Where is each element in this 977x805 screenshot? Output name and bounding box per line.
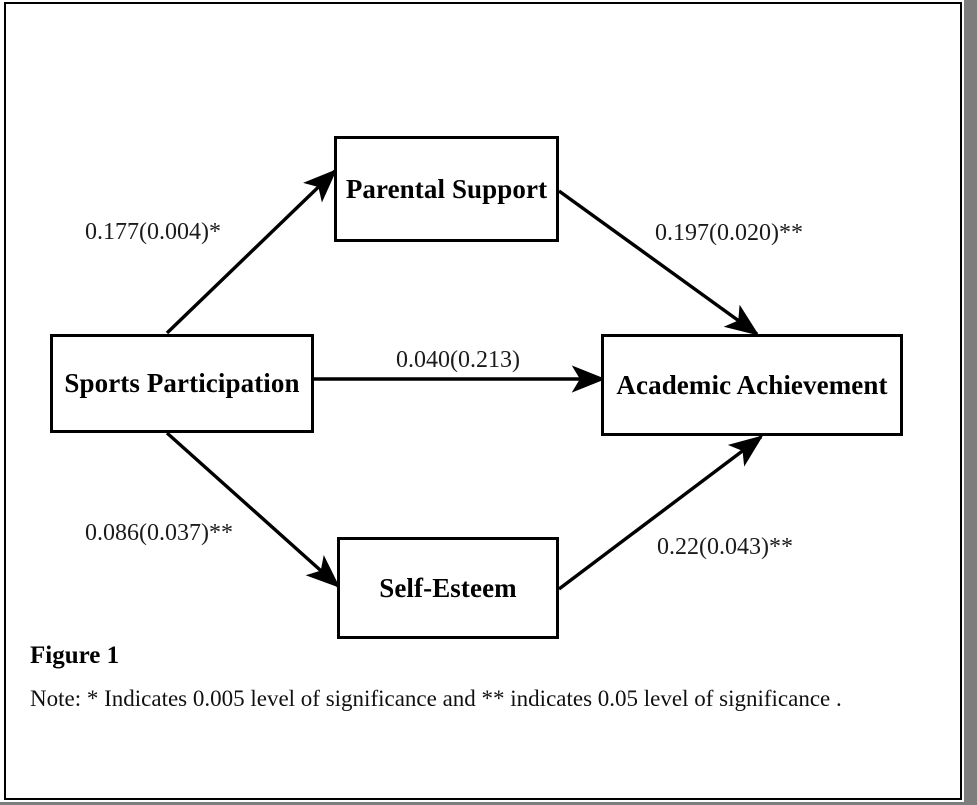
node-sports-participation-label: Sports Participation — [64, 368, 300, 398]
node-sports-participation: Sports Participation — [50, 334, 314, 433]
path-label-parental-to-academic: 0.197(0.020)** — [655, 220, 803, 246]
arrow-parental-to-academic — [558, 189, 760, 336]
page-right-gutter — [964, 0, 977, 805]
arrow-sports-to-parental — [165, 169, 337, 335]
path-label-sports-to-academic: 0.040(0.213) — [396, 347, 520, 373]
page-bottom-gutter — [0, 802, 977, 805]
node-academic-achievement: Academic Achievement — [601, 334, 903, 436]
figure-caption-block: Figure 1 Note: * Indicates 0.005 level o… — [30, 642, 935, 712]
node-parental-support: Parental Support — [334, 136, 559, 242]
figure-caption-title: Figure 1 — [30, 642, 120, 669]
node-self-esteem-label: Self-Esteem — [379, 572, 517, 603]
path-label-sports-to-parental: 0.177(0.004)* — [85, 219, 221, 245]
path-label-esteem-to-academic: 0.22(0.043)** — [657, 534, 793, 560]
node-academic-achievement-label: Academic Achievement — [616, 369, 888, 400]
arrow-sports-to-esteem — [165, 431, 341, 588]
figure-caption-note: Note: * Indicates 0.005 level of signifi… — [30, 685, 842, 711]
node-parental-support-label: Parental Support — [345, 173, 548, 204]
arrow-esteem-to-academic — [557, 435, 764, 591]
node-self-esteem: Self-Esteem — [337, 537, 559, 639]
path-label-sports-to-esteem: 0.086(0.037)** — [85, 520, 233, 546]
